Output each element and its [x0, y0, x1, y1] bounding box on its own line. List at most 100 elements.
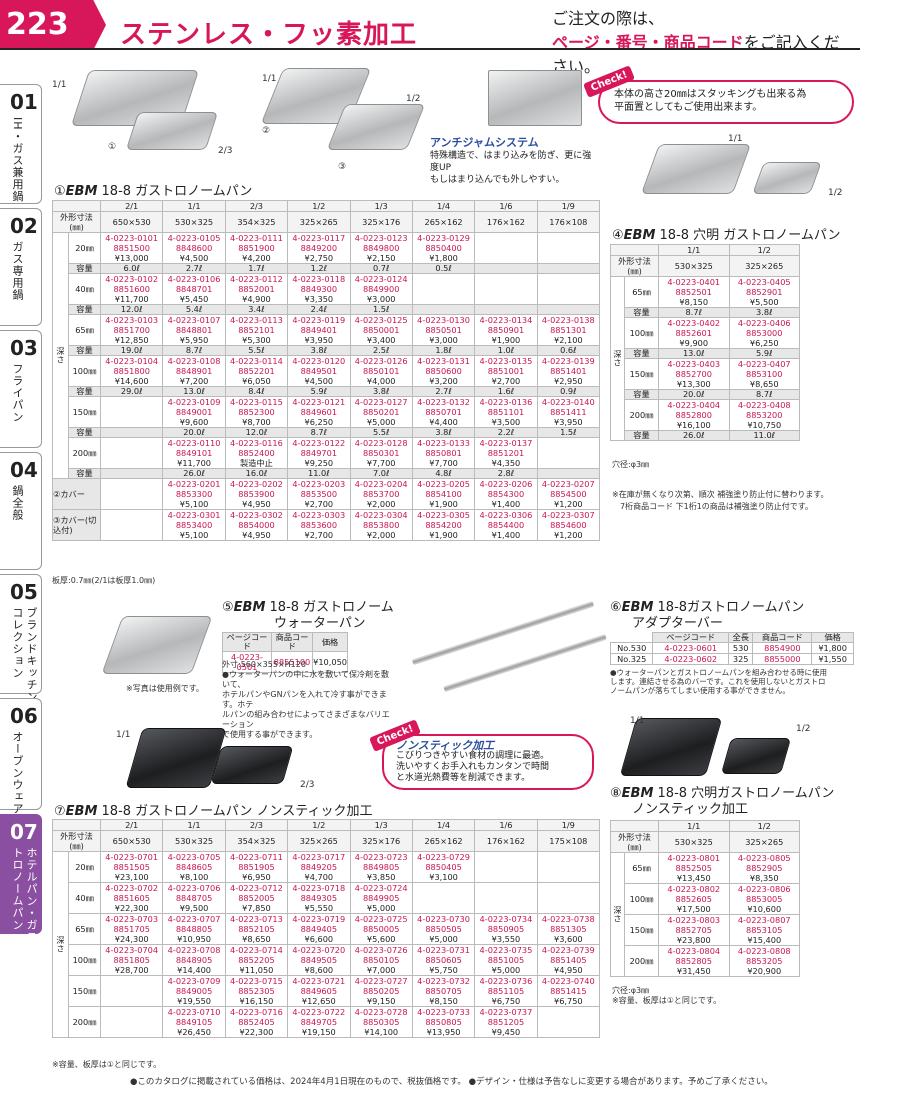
product-code: 8849200: [300, 243, 338, 253]
stock-note-2: 7桁商品コード 下1桁1の商品は補強塗り防止付です。: [620, 502, 814, 511]
product-code: 8852905: [746, 863, 783, 873]
page-code: 4-0223-0718: [292, 883, 346, 893]
page-code: 4-0223-0403: [667, 359, 721, 369]
price: ¥31,450: [676, 966, 711, 976]
capacity-cell: 3.8ℓ: [349, 386, 413, 397]
label-r12: 1/2: [828, 188, 843, 198]
product-code: 8850301: [362, 448, 400, 458]
page-code: 4-0223-0126: [354, 356, 408, 366]
price: ¥2,000: [366, 499, 396, 509]
page-code: 4-0223-0501: [222, 651, 272, 673]
capacity-cell: 8.7ℓ: [287, 427, 351, 438]
stacking-callout: 本体の高さ20㎜はスタッキングも出来る為 平面置としてもご使用出来ます。: [598, 80, 854, 124]
price: ¥8,650: [749, 379, 779, 389]
page-code: 4-0223-0203: [292, 479, 346, 489]
product-code: 8851405: [550, 955, 587, 965]
page-code: 4-0223-0711: [230, 852, 283, 862]
dims-cell: 325×265: [728, 255, 800, 277]
brand: EBM: [623, 228, 656, 243]
page-code: 4-0223-0106: [167, 274, 221, 284]
price: ¥6,050: [242, 376, 271, 386]
product-code: 8851705: [113, 924, 150, 934]
depth-cell: 65㎜: [68, 913, 101, 945]
page-code: 4-0223-0119: [292, 315, 346, 325]
anti-jam-title: アンチジャムシステム: [430, 136, 539, 149]
dims-cell: 325×265: [728, 831, 800, 853]
product-cell: [99, 975, 164, 1007]
page-code: 4-0223-0401: [667, 277, 721, 287]
corner-cell: [610, 244, 659, 256]
price: ¥17,500: [676, 904, 711, 914]
desc-line: ●ウォーターパンとガストロノームパンを組み合わせる時に使用: [610, 668, 827, 677]
corner-cell: [52, 819, 101, 831]
label-2-3: 2/3: [218, 146, 233, 156]
product-code: 8848600: [175, 243, 213, 253]
notice-line1: ご注文の際は、: [552, 9, 665, 28]
capacity-cell: 8.4ℓ: [224, 386, 289, 397]
size-header: 1/1: [162, 200, 226, 212]
dims-cell: 265×162: [411, 830, 476, 852]
depth-cell: 100㎜: [68, 944, 101, 976]
capacity-cell: 12.0ℓ: [99, 304, 164, 315]
capacity-cell: 2.7ℓ: [411, 386, 476, 397]
page-code: 4-0223-0301: [167, 510, 221, 520]
page-code: 4-0223-0714: [230, 945, 283, 955]
page-code: 4-0223-0108: [167, 356, 221, 366]
capacity-cell: 5.5ℓ: [349, 427, 413, 438]
page-title: ステンレス・フッ素加工: [120, 20, 418, 50]
cover-label: ③カバー(切込付): [52, 509, 101, 541]
dims-cell: 325×176: [349, 830, 413, 852]
page-code: 4-0223-0101: [105, 233, 159, 243]
page-code: 4-0223-0730: [417, 914, 470, 924]
price: ¥5,750: [429, 965, 458, 975]
product-code: 8852001: [238, 284, 275, 294]
price: ¥10,950: [177, 934, 211, 944]
cell: 8855000: [752, 653, 813, 665]
page-code: 4-0223-0111: [230, 233, 283, 243]
nonstick-perforated-1-1-image: [619, 718, 723, 776]
product-code: 8849401: [300, 325, 338, 335]
brand: EBM: [621, 600, 654, 615]
capacity-cell: 12.0ℓ: [224, 427, 289, 438]
capacity-cell: 19.0ℓ: [99, 345, 164, 356]
product-code: 8854000: [238, 520, 275, 530]
dims-cell: 354×325: [224, 211, 289, 233]
product-code: 8849900: [362, 284, 400, 294]
tab-text: オーブンウェア: [11, 731, 24, 815]
price: ¥5,300: [242, 335, 271, 345]
product-code: 8852205: [238, 955, 275, 965]
product-cell: [536, 882, 601, 914]
dims-cell: 530×325: [162, 211, 226, 233]
page-code: 4-0223-0722: [292, 1007, 346, 1017]
page-code: 4-0223-0201: [167, 479, 221, 489]
price: ¥13,450: [676, 873, 711, 883]
capacity-cell: 1.7ℓ: [224, 263, 289, 274]
tab-text: ブランドキッチンコレクション: [11, 607, 38, 703]
